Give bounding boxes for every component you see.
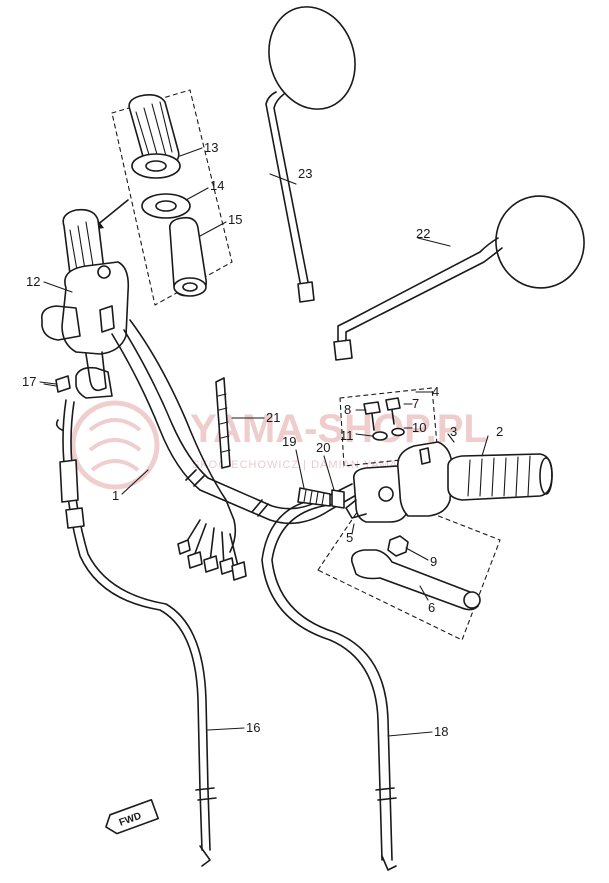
callout-label-11: 11 [340, 428, 354, 443]
callout-label-16: 16 [246, 720, 260, 735]
throttle-cable-part-16 [55, 399, 217, 867]
callout-label-14: 14 [210, 178, 224, 193]
watermark-sub: SKOCIECHOWICZ | DAMIAN YAMAHA [192, 459, 415, 471]
grip-group-outline [111, 89, 233, 306]
mirror-part-23 [265, 6, 356, 303]
callout-labels: 1 2 3 4 5 6 7 8 9 10 11 12 13 14 15 16 1… [22, 140, 503, 739]
handlebar-part-1 [111, 329, 359, 525]
callout-label-2: 2 [496, 424, 503, 439]
lever-holder-part-5 [345, 465, 411, 523]
clutch-lever-part-6 [350, 549, 481, 611]
washer-part-10 [391, 427, 405, 437]
callout-label-13: 13 [204, 140, 218, 155]
callout-label-4: 4 [432, 384, 439, 399]
callout-label-20: 20 [316, 440, 330, 455]
right-grip-part-2 [447, 453, 553, 501]
callout-label-17: 17 [22, 374, 36, 389]
callout-label-23: 23 [298, 166, 312, 181]
callout-label-19: 19 [282, 434, 296, 449]
callout-label-8: 8 [344, 402, 351, 417]
callout-label-5: 5 [346, 530, 353, 545]
watermark: YAMA-SHOP.PL SKOCIECHOWICZ | DAMIAN YAMA… [70, 400, 488, 490]
callout-label-7: 7 [412, 396, 419, 411]
callout-label-3: 3 [450, 424, 457, 439]
bolt-part-7 [385, 397, 401, 425]
grip-part-13 [128, 94, 181, 179]
callout-label-9: 9 [430, 554, 437, 569]
callout-label-22: 22 [416, 226, 430, 241]
mirror-part-22 [333, 195, 585, 361]
switch-wiring-harness [129, 319, 247, 581]
grip-sleeve-part-15 [168, 216, 208, 297]
callout-leaders [39, 147, 489, 737]
callout-label-21: 21 [266, 410, 280, 425]
cable-tie-part-21 [215, 377, 231, 469]
watermark-logo-ring [70, 400, 160, 490]
callout-label-10: 10 [412, 420, 426, 435]
callout-label-6: 6 [428, 600, 435, 615]
right-switch-part-3 [397, 441, 453, 517]
assembly-arrow [95, 199, 129, 227]
clutch-cable-part-18 [261, 497, 397, 871]
forward-direction-badge: FWD [105, 798, 160, 835]
callout-label-12: 12 [26, 274, 40, 289]
callout-label-1: 1 [112, 488, 119, 503]
watermark-logo-mark [88, 418, 142, 472]
left-switch-housing [40, 261, 130, 399]
callout-label-15: 15 [228, 212, 242, 227]
bolt-part-17 [43, 375, 71, 393]
washer-part-14 [141, 193, 191, 219]
bolt-part-8 [363, 401, 381, 431]
nut-part-9 [387, 535, 409, 557]
washer-part-11 [372, 431, 388, 441]
callout-label-18: 18 [434, 724, 448, 739]
cable-adjuster-parts-19-20 [297, 487, 345, 509]
